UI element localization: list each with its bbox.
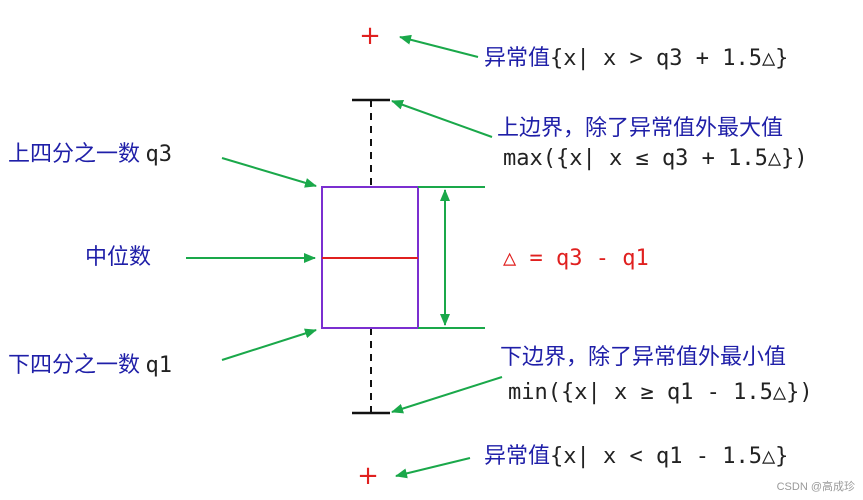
outlier-top-marker: + [359, 21, 381, 51]
arrow-outlier-bottom [395, 457, 471, 479]
arrow-lower-bound [391, 376, 503, 414]
upper-bound-formula: max({x| x ≤ q3 + 1.5△}) [503, 146, 808, 171]
outlier-bottom-label: 异常值{x| x < q1 - 1.5△} [484, 443, 788, 470]
q1-label: 下四分之一数 q1 [8, 352, 172, 379]
arrow-outlier-top [399, 34, 479, 58]
outlier-top-formula: {x| x > q3 + 1.5△} [550, 46, 789, 71]
q1-label-text: 下四分之一数 [8, 353, 141, 378]
upper-bound-title: 上边界，除了异常值外最大值 [497, 116, 784, 141]
lower-bound-title: 下边界，除了异常值外最小值 [500, 345, 787, 370]
outlier-top-title: 异常值 [484, 46, 551, 71]
iqr-formula: △ = q3 - q1 [503, 246, 649, 271]
q3-label: 上四分之一数 q3 [8, 141, 172, 168]
outlier-top-label: 异常值{x| x > q3 + 1.5△} [484, 45, 788, 72]
q3-label-var: q3 [145, 142, 173, 167]
arrow-upper-bound [391, 100, 493, 138]
q1-label-var: q1 [145, 353, 173, 378]
outlier-bottom-formula: {x| x < q1 - 1.5△} [550, 444, 789, 469]
q3-label-text: 上四分之一数 [8, 142, 141, 167]
lower-bound-formula: min({x| x ≥ q1 - 1.5△}) [508, 380, 813, 405]
median-label: 中位数 [85, 245, 152, 270]
arrow-q1 [221, 328, 317, 361]
watermark: CSDN @高成珍 [776, 481, 855, 493]
outlier-bottom-title: 异常值 [484, 444, 551, 469]
arrow-q3 [221, 157, 317, 188]
outlier-bottom-marker: + [357, 461, 379, 491]
